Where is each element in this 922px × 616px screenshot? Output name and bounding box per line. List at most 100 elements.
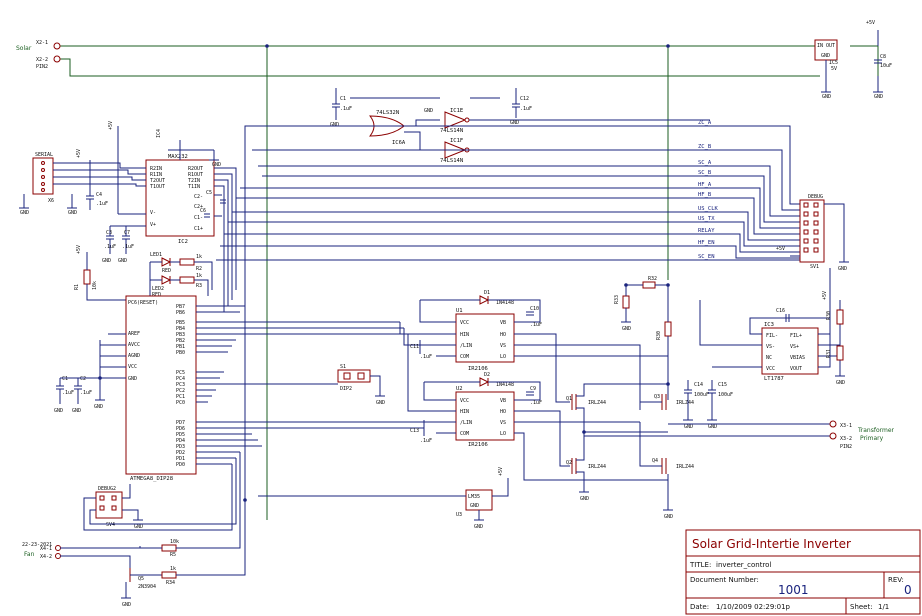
- c7-value: .1uF: [122, 244, 134, 250]
- debug2-header-sv4: DEBUG2 SV4 GND: [83, 458, 237, 531]
- u2-pin-lo: LO: [500, 431, 506, 437]
- top-c12-gnd: GND: [510, 120, 519, 126]
- date-label: Date:: [690, 603, 709, 611]
- x6-gnd: GND: [20, 210, 29, 216]
- ic4-pin-pd5: PD5: [176, 432, 185, 438]
- c14-gnd: GND: [684, 424, 693, 430]
- ic6a-label: IC6A: [392, 140, 406, 146]
- s1-label: S1: [340, 364, 346, 370]
- temp-sensor-u3: LM35 GND U3 +5V GND: [258, 467, 509, 530]
- ic2-pin-vplus: V+: [150, 222, 156, 228]
- status-leds: LED1 RED LED2 RED 1k R2 1k R3: [149, 252, 213, 300]
- sv1-value: DEBUG: [808, 194, 823, 200]
- r33-gnd: GND: [622, 326, 631, 332]
- c4-label: C4: [96, 192, 102, 198]
- solar-bus-wiring: [60, 45, 879, 520]
- ic3-pin-fil-minus: FIL-: [766, 333, 778, 339]
- q4-value: IRLZ44: [676, 464, 694, 470]
- revision: 0: [904, 583, 912, 597]
- q4-label: Q4: [652, 458, 658, 464]
- u2-value: IR2106: [468, 442, 488, 448]
- ic3-pin-vs-plus: VS+: [790, 344, 799, 350]
- c9-label: C9: [530, 386, 536, 392]
- c15-value: 100uF: [718, 392, 733, 398]
- c16-label: C16: [776, 308, 785, 314]
- debug-bus: ZC_A ZC_B SC_A SC_B HF_A HF_B US_CLK US_…: [216, 120, 800, 261]
- top-c-gnd-1: GND: [330, 122, 339, 128]
- net-label-transformer: Transformer: [857, 427, 895, 434]
- c6-label: C6: [200, 208, 206, 214]
- x6-label: X6: [48, 198, 54, 204]
- ic5-in-label: IN: [817, 43, 823, 49]
- ic1e-value: 74LS14N: [440, 128, 463, 134]
- u1-pin-ho: HO: [500, 332, 506, 338]
- sheet-value: 1/1: [878, 603, 889, 611]
- net-sc-en: SC_EN: [698, 254, 715, 260]
- u2-pin-vcc: VCC: [460, 398, 469, 404]
- title-label: TITLE:: [689, 561, 711, 569]
- net-us-tx: US_TX: [698, 216, 715, 222]
- transformer-connector-x3: X3-1 X3-2 PIN2 Transformer Primary: [584, 420, 895, 450]
- r2-label: R2: [196, 266, 202, 272]
- u2-pin-lin: /LIN: [460, 420, 472, 426]
- title-block: Solar Grid-Intertie Inverter TITLE: inve…: [685, 529, 921, 615]
- x6-value: SERIAL: [35, 152, 53, 158]
- ic3-pin-vout: VOUT: [790, 366, 802, 372]
- r5-label: R5: [170, 552, 176, 558]
- s1-value: DIP2: [340, 386, 352, 392]
- microcontroller-ic4: ATMEGA8_DIP28 PC6(RESET) AREF AVCC AGND …: [94, 295, 424, 482]
- ic3-pin-fil-plus: FIL+: [790, 333, 802, 339]
- ic3-vcc: +5V: [822, 291, 828, 300]
- u1-label: U1: [456, 308, 463, 314]
- project-title: Solar Grid-Intertie Inverter: [692, 537, 851, 551]
- u1-pin-com: COM: [460, 354, 469, 360]
- gate-driver-u1: U1 IR2106 VCC HIN /LIN COM VB HO VS LO D…: [399, 290, 669, 410]
- reset-resistor-r1: R1 10k +5V: [74, 245, 126, 301]
- r31-label: R31: [826, 349, 832, 358]
- u2-label: U2: [456, 386, 463, 392]
- r34-value: 1k: [170, 566, 176, 572]
- ic2-pin-vminus: V-: [150, 210, 156, 216]
- c5-label: C5: [206, 190, 212, 196]
- ic4-right-pins: PB7 PB6 PB5 PB4 PB3 PB2 PB1 PB0 PC5 PC4 …: [176, 304, 185, 468]
- current-amp-ic3: LT1787 IC3 FIL- VS- NC VCC FIL+ VS+ VBIA…: [699, 268, 845, 386]
- ic2-pin-c2plus: C2+: [194, 204, 203, 210]
- net-label-solar: Solar: [16, 45, 32, 52]
- q1-value: IRLZ44: [588, 400, 606, 406]
- date-value: 1/10/2009 02:29:01p: [716, 603, 791, 611]
- sv1-label: SV1: [810, 264, 819, 270]
- ic2-vcc: +5V: [108, 121, 114, 130]
- c3-gnd: GND: [102, 258, 111, 264]
- d2-value: 1N4148: [496, 382, 514, 388]
- r1-value: 10k: [92, 281, 98, 290]
- r1-label: R1: [74, 284, 80, 290]
- ic6a-value: 74LS32N: [376, 110, 399, 116]
- schmitt-inverter-ic1e: IC1E 74LS14N: [440, 108, 710, 134]
- ic4-pin-pd3: PD3: [176, 444, 185, 450]
- ic3-gnd: GND: [836, 380, 845, 386]
- ic4-pin-pb1: PB1: [176, 344, 185, 350]
- x2-pin2-label: PIN2: [36, 64, 48, 70]
- ic1f-label: IC1F: [450, 138, 463, 144]
- x4-date-label: 22-23-2021: [22, 542, 52, 548]
- c10-label: C10: [530, 306, 539, 312]
- c2-label: C2: [80, 376, 86, 382]
- q3-label: Q3: [654, 394, 660, 400]
- ic2-pin-c1plus: C1+: [194, 226, 203, 232]
- net-us-clk: US_CLK: [698, 206, 719, 212]
- ic2-pin-c1minus: C1-: [194, 215, 203, 221]
- top-mid-gnd: GND: [424, 108, 433, 114]
- net-sc-a: SC_A: [698, 160, 712, 166]
- u3-vcc: +5V: [498, 467, 504, 476]
- mosfet-q4: Q4 IRLZ44 GND: [639, 422, 694, 520]
- debug-header-sv1: DEBUG SV1 GND +5V: [776, 194, 849, 272]
- fan-driver: 22-23-2021 Fan X4-1 X4-2 10k R5 1k R34 G…: [22, 452, 246, 608]
- ic4-pin-pc2: PC2: [176, 388, 185, 394]
- net-sc-b: SC_B: [698, 170, 712, 176]
- x3-2-label: X3-2: [840, 436, 852, 442]
- u1-pin-vb: VB: [500, 320, 506, 326]
- c14-label: C14: [694, 382, 703, 388]
- ic4-pin-gnd: GND: [128, 376, 137, 382]
- r3-value: 1k: [196, 273, 202, 279]
